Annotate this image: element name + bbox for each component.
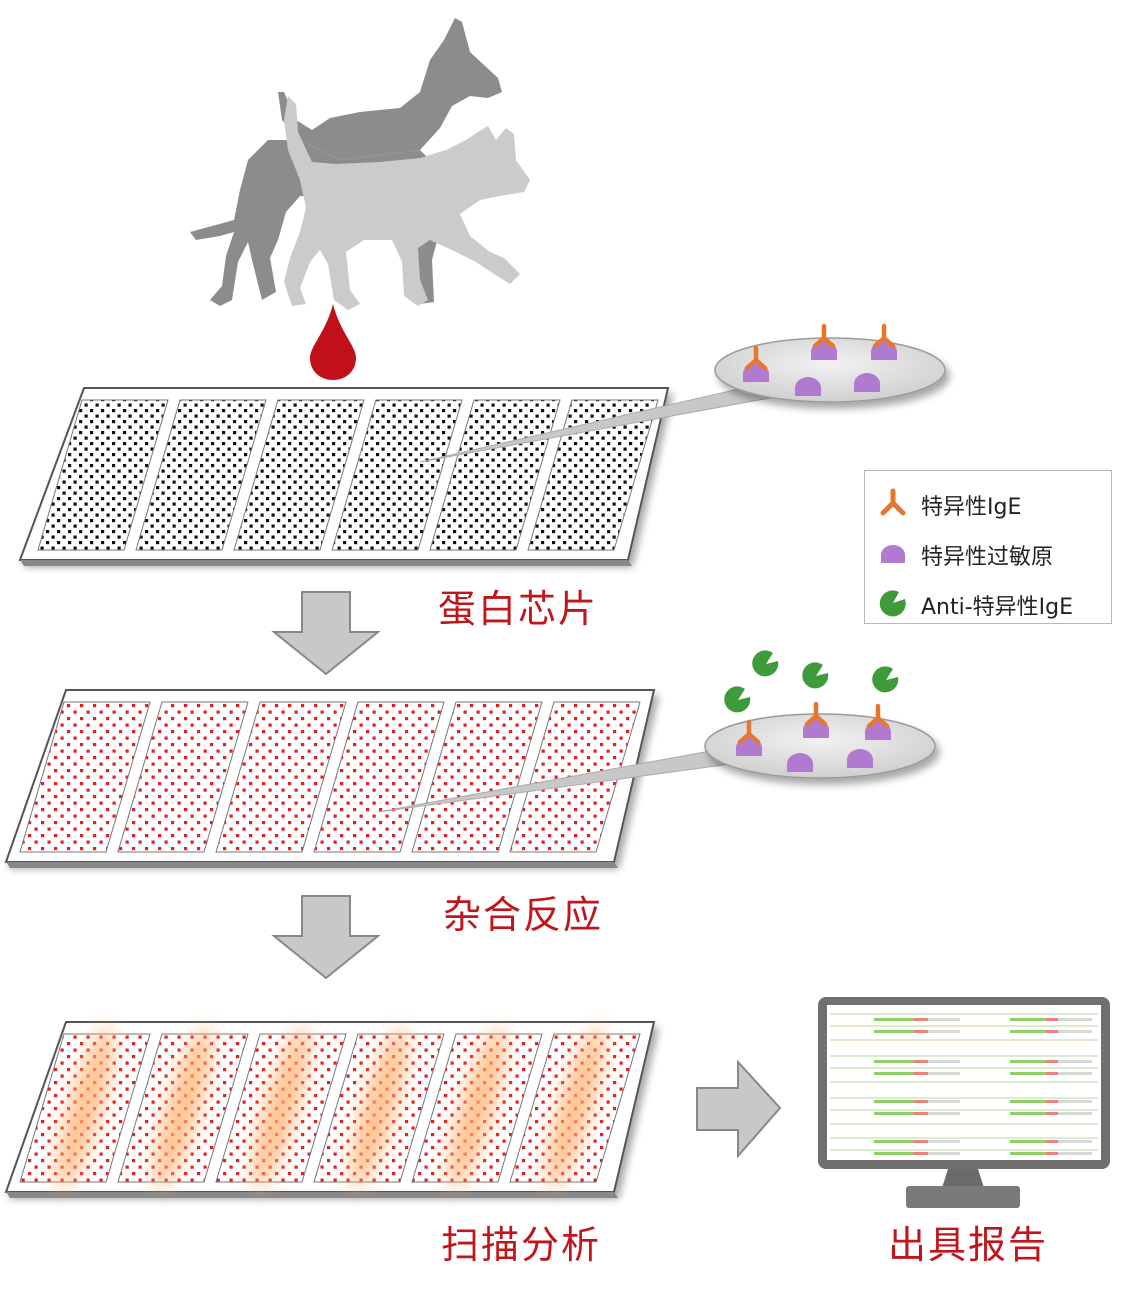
chip-well: [411, 701, 543, 853]
monitor-report-icon: [818, 997, 1110, 1208]
report-bar-mark: [1046, 1140, 1058, 1143]
scan-glow-band: [546, 1027, 604, 1189]
anti-ige-molecule: [802, 662, 829, 689]
hybridization-chip: [4, 689, 656, 868]
report-bar-mark: [914, 1072, 928, 1075]
report-bar-fill: [874, 1018, 914, 1021]
chip-well: [233, 399, 365, 551]
legend: 特异性IgE 特异性过敏原 Anti-特异性IgE: [864, 470, 1112, 624]
allergen-icon: [881, 545, 905, 563]
chip-well: [135, 399, 267, 551]
anti-ige-molecule: [752, 650, 779, 677]
cat-silhouette-icon: [284, 96, 530, 310]
report-bar-mark: [914, 1018, 928, 1021]
report-bar-fill: [874, 1100, 914, 1103]
report-bar-mark: [1046, 1152, 1058, 1155]
report-bar-mark: [914, 1112, 928, 1115]
report-bar-fill: [1010, 1100, 1046, 1103]
ige-antibody: [866, 703, 890, 729]
ige-antibody: [744, 345, 768, 371]
report-bar-fill: [1010, 1140, 1046, 1143]
step-label-hybrid: 杂合反应: [443, 893, 604, 937]
callout-bubble-2: [377, 650, 936, 813]
report-bar-fill: [874, 1030, 914, 1033]
protein-chip: [18, 387, 670, 566]
down-arrow-1-icon: [271, 591, 381, 676]
ige-antibody: [804, 701, 828, 727]
report-bar-mark: [914, 1100, 928, 1103]
scan-glow-band: [56, 1027, 114, 1189]
chip-well: [331, 399, 463, 551]
report-bar-fill: [874, 1152, 914, 1155]
scan-chip: [4, 1021, 656, 1198]
blood-drop-icon: [310, 304, 356, 380]
scan-glow-band: [252, 1027, 310, 1189]
report-bar-mark: [914, 1140, 928, 1143]
scan-glow-band: [154, 1027, 212, 1189]
report-bar-fill: [1010, 1112, 1046, 1115]
allergen-molecule: [795, 377, 821, 396]
right-arrow-icon: [696, 1059, 782, 1159]
chip-well: [313, 701, 445, 853]
chip-well: [117, 701, 249, 853]
report-bar-mark: [1046, 1072, 1058, 1075]
report-bar-fill: [874, 1072, 914, 1075]
legend-item-ige: 特异性IgE: [865, 483, 1111, 523]
allergen-molecule: [787, 753, 813, 772]
report-bar-fill: [1010, 1060, 1046, 1063]
report-bar-mark: [914, 1030, 928, 1033]
chip-well: [19, 701, 151, 853]
report-bar-fill: [874, 1112, 914, 1115]
report-bar-fill: [874, 1140, 914, 1143]
ige-antibody: [872, 323, 896, 349]
report-bar-mark: [1046, 1112, 1058, 1115]
report-bar-fill: [1010, 1152, 1046, 1155]
step-label-chip: 蛋白芯片: [438, 587, 599, 631]
ige-antibody: [812, 323, 836, 349]
step-label-report: 出具报告: [888, 1223, 1049, 1267]
anti-ige-icon: [879, 590, 906, 617]
allergen-molecule: [847, 749, 873, 768]
chip-well: [215, 701, 347, 853]
ige-antibody-icon: [880, 488, 906, 516]
anti-ige-molecule: [872, 666, 899, 693]
report-bar-fill: [1010, 1072, 1046, 1075]
allergen-molecule: [854, 373, 880, 392]
report-bar-mark: [1046, 1018, 1058, 1021]
report-bar-mark: [914, 1060, 928, 1063]
down-arrow-2-icon: [271, 895, 381, 980]
report-bar-mark: [1046, 1100, 1058, 1103]
anti-ige-molecule: [724, 686, 751, 713]
report-bar-mark: [914, 1152, 928, 1155]
report-bar-fill: [1010, 1030, 1046, 1033]
step-label-scan: 扫描分析: [441, 1223, 602, 1267]
report-bar-mark: [1046, 1030, 1058, 1033]
chip-well: [37, 399, 169, 551]
scan-glow-band: [448, 1027, 506, 1189]
legend-item-allergen: 特异性过敏原: [865, 533, 1111, 573]
report-bar-fill: [874, 1060, 914, 1063]
chip-well: [527, 399, 659, 551]
scan-glow-band: [350, 1027, 408, 1189]
callout-bubble-1: [419, 323, 946, 463]
report-bar-mark: [1046, 1060, 1058, 1063]
ige-antibody: [737, 719, 761, 745]
report-bar-fill: [1010, 1018, 1046, 1021]
legend-item-anti-ige: Anti-特异性IgE: [865, 583, 1111, 623]
